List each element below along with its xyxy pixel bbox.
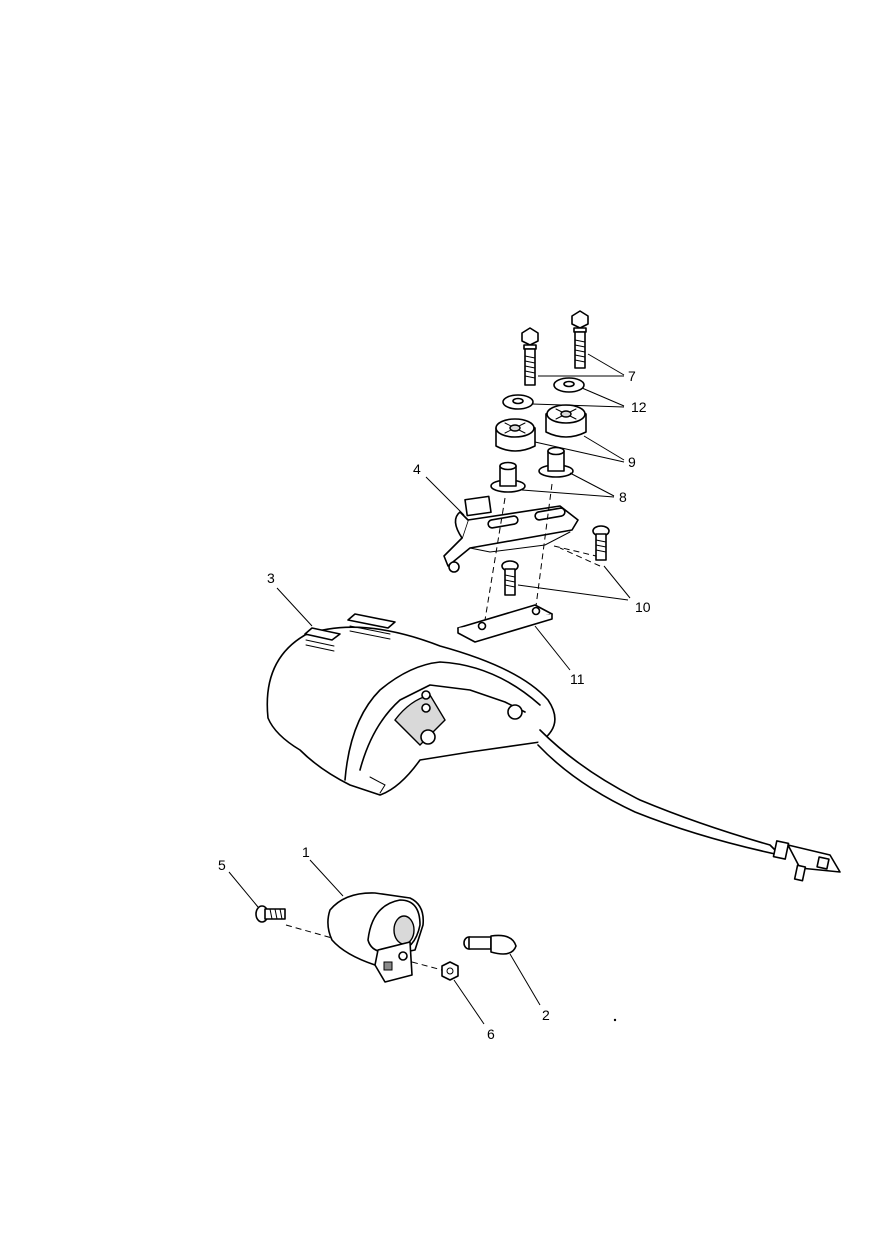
screw-right-part-10 [592,525,610,561]
plate-part-11 [457,604,553,643]
wiring-cable [537,729,841,882]
screw-part-5 [255,905,286,923]
screw-left-part-10 [501,560,519,596]
callout-5: 5 [218,857,226,873]
callout-9: 9 [628,454,636,470]
bolt-right-part-7 [571,310,589,369]
bulb-part-2 [463,934,517,955]
spacer-right-part-8 [538,446,574,478]
callout-12: 12 [631,399,647,415]
bolt-left-part-7 [521,327,539,386]
rubber-mount-left-part-9 [495,418,536,452]
rear-cover-part-3 [266,613,556,796]
callout-2: 2 [542,1007,550,1023]
bracket-part-4 [443,495,579,573]
callout-3: 3 [267,570,275,586]
lamp-part-1 [327,892,425,983]
washer-left-part-12 [502,394,534,410]
callout-8: 8 [619,489,627,505]
callout-1: 1 [302,844,310,860]
washer-right-part-12 [553,377,585,393]
callout-10: 10 [635,599,651,615]
nut-part-6 [441,961,459,981]
callout-6: 6 [487,1026,495,1042]
callout-11: 11 [570,671,585,687]
callout-7: 7 [628,368,636,384]
spacer-left-part-8 [490,461,526,493]
rubber-mount-right-part-9 [545,404,587,438]
leader-lines [228,353,631,1025]
callout-4: 4 [413,461,421,477]
